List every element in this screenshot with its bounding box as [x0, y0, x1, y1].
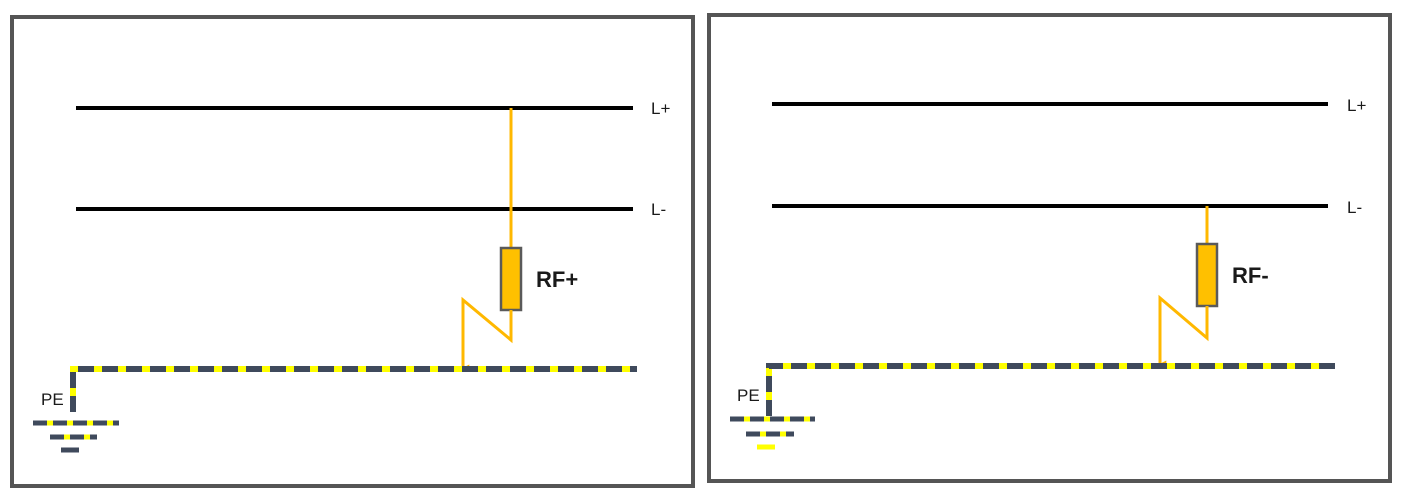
pe-conductor	[70, 366, 637, 412]
panel-frame	[707, 13, 1392, 483]
fault-resistor	[499, 246, 523, 312]
fault-resistor	[1195, 242, 1219, 308]
resistor-label: RF+	[536, 267, 578, 292]
fault-zigzag-arrow	[461, 296, 513, 372]
ground-icon	[730, 416, 815, 450]
rail-label-top: L+	[651, 99, 670, 118]
rail-label-bottom: L-	[1347, 198, 1362, 217]
fault-zigzag-arrow	[1158, 294, 1209, 368]
ground-icon	[33, 420, 119, 453]
pe-label: PE	[737, 386, 760, 405]
panel-rf-plus: L+ L- RF+ PE	[10, 15, 695, 488]
rail-label-top: L+	[1347, 96, 1366, 115]
resistor-label: RF-	[1232, 263, 1269, 288]
panel-frame	[10, 15, 695, 488]
rail-label-bottom: L-	[651, 200, 666, 219]
pe-conductor	[766, 363, 1335, 416]
panel-rf-minus: L+ L- RF- PE	[707, 13, 1392, 483]
pe-label: PE	[41, 390, 64, 409]
